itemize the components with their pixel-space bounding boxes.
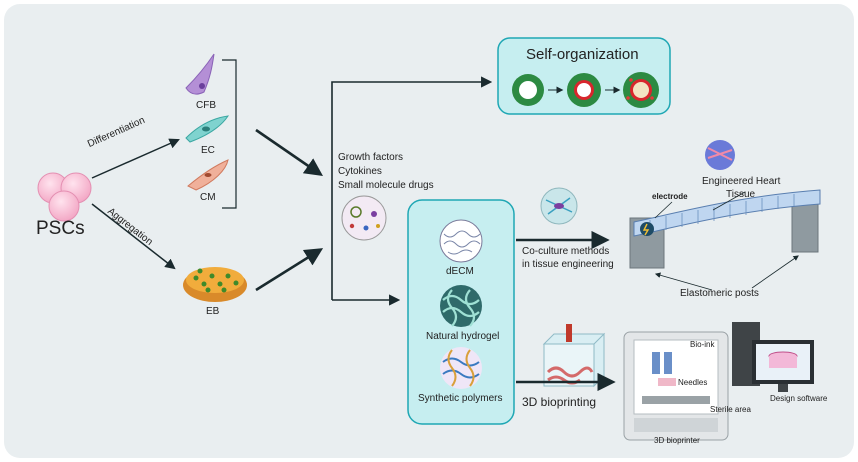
coculture-label-line1: Co-culture methods: [522, 246, 610, 257]
psc-label: PSCs: [36, 218, 85, 239]
engineered-heart-tissue-icon: [705, 140, 735, 170]
bio-ink-label: Bio-ink: [690, 340, 715, 349]
natural-hydrogel-illustration: [440, 285, 482, 327]
ec-label: EC: [201, 145, 215, 156]
cfb-cell-icon: [185, 53, 215, 95]
synthetic-polymers-illustration: [440, 347, 482, 389]
eb-illustration: [183, 267, 247, 302]
cell-types-bracket: [222, 59, 237, 209]
decm-illustration: [439, 219, 483, 263]
sterile-area-label: Sterile area: [710, 405, 751, 414]
cells-to-hub-arrow: [255, 128, 323, 177]
eb-to-hub-arrow: [255, 248, 324, 292]
eb-label: EB: [206, 306, 220, 317]
needles-label: Needles: [678, 378, 708, 387]
decm-label: dECM: [446, 266, 474, 277]
bioprinter-illustration: [623, 331, 729, 441]
cm-cell-icon: [187, 159, 229, 191]
coculture-label-line2: in tissue engineering: [522, 259, 614, 270]
growth-factors-label: Growth factors: [338, 152, 404, 163]
synthetic-polymers-label: Synthetic polymers: [418, 393, 503, 404]
cm-label: CM: [200, 192, 216, 203]
organoid-stage-2: [567, 73, 601, 107]
design-computer-illustration: [732, 322, 814, 392]
organoid-stage-1: [512, 74, 544, 106]
design-software-label: Design software: [770, 394, 828, 403]
organoid-stage-3: [623, 72, 659, 108]
differentiation-arrow: [91, 138, 180, 179]
bioprinter-label: 3D bioprinter: [654, 436, 700, 445]
coculture-illustration: [540, 187, 578, 225]
eht-construct: [629, 189, 821, 269]
aggregation-arrow: [91, 203, 176, 270]
elastomeric-posts-label: Elastomeric posts: [680, 288, 759, 299]
self-organization-title: Self-organization: [526, 46, 639, 63]
eht-title-line1: Engineered Heart: [702, 176, 781, 187]
psc-cells-illustration: [37, 172, 92, 222]
bioprinting-label: 3D bioprinting: [522, 395, 597, 409]
cfb-label: CFB: [196, 100, 216, 111]
natural-hydrogel-label: Natural hydrogel: [426, 331, 500, 342]
ec-cell-icon: [185, 115, 230, 143]
electrode-label: electrode: [652, 192, 688, 201]
cytokines-label: Cytokines: [338, 166, 382, 177]
eht-title-line2: Tissue: [726, 189, 756, 200]
hub-to-self-organization-connector: [331, 76, 493, 300]
small-molecules-illustration: [341, 195, 387, 241]
small-molecule-drugs-label: Small molecule drugs: [338, 180, 434, 191]
